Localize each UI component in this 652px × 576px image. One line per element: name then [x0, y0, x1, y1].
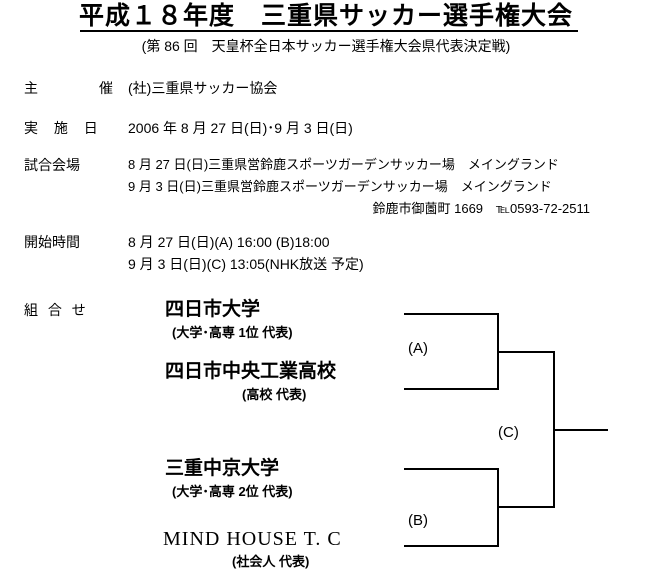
match-label-b: (B) — [408, 512, 428, 529]
match-label-c: (C) — [498, 424, 519, 441]
bracket-team-qualifier-2: (高校 代表) — [242, 387, 307, 402]
info-value-venue-line2: 9 月 3 日(日)三重県営鈴鹿スポーツガーデンサッカー場 メイングランド — [128, 179, 552, 194]
bracket-team-qualifier-1: (大学･高専 1位 代表) — [172, 325, 293, 340]
info-value-date: 2006 年 8 月 27 日(日)･9 月 3 日(日) — [128, 120, 353, 136]
match-label-a: (A) — [408, 340, 428, 357]
title-underline — [80, 30, 578, 32]
info-label-organizer: 主 催 — [24, 80, 124, 96]
info-label-date: 実 施 日 — [24, 120, 104, 136]
info-value-organizer: (社)三重県サッカー協会 — [128, 80, 278, 96]
bracket-team-name-2: 四日市中央工業高校 — [165, 361, 337, 382]
bracket-line-semifinal-a — [497, 351, 555, 353]
bracket-line-team2 — [404, 388, 499, 390]
bracket-team-name-4: MIND HOUSE T. C — [163, 528, 342, 550]
bracket-line-semifinal-b — [497, 506, 555, 508]
bracket-team-qualifier-3: (大学･高専 2位 代表) — [172, 484, 293, 499]
bracket-team-name-1: 四日市大学 — [165, 299, 261, 320]
page-subtitle: (第 86 回 天皇杯全日本サッカー選手権大会県代表決定戦) — [141, 38, 511, 54]
info-label-venue: 試合会場 — [24, 157, 80, 173]
bracket-line-final — [553, 429, 608, 431]
bracket-team-name-3: 三重中京大学 — [165, 458, 280, 479]
bracket-line-team1 — [404, 313, 499, 315]
info-value-start-time-line1: 8 月 27 日(日)(A) 16:00 (B)18:00 — [128, 234, 330, 250]
info-label-bracket: 組 合 せ — [24, 302, 89, 318]
info-value-venue-address: 鈴鹿市御薗町 1669 ℡0593-72-2511 — [372, 201, 591, 216]
page-title: 平成１８年度 三重県サッカー選手権大会 — [78, 2, 573, 30]
bracket-line-team3 — [404, 468, 499, 470]
info-value-venue-line1: 8 月 27 日(日)三重県営鈴鹿スポーツガーデンサッカー場 メイングランド — [128, 157, 559, 172]
bracket-line-team4 — [404, 545, 499, 547]
info-label-start-time: 開始時間 — [24, 234, 80, 250]
info-value-start-time-line2: 9 月 3 日(日)(C) 13:05(NHK放送 予定) — [128, 256, 364, 272]
bracket-team-qualifier-4: (社会人 代表) — [232, 554, 310, 569]
